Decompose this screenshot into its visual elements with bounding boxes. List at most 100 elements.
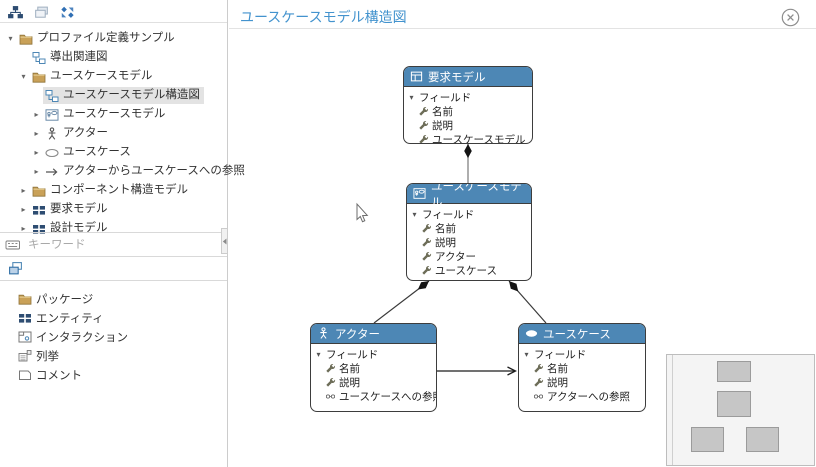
tree-item-label: プロファイル定義サンプル bbox=[37, 32, 175, 44]
tree-item-usecase-model-structure-diagram[interactable]: ユースケースモデル構造図 bbox=[0, 86, 227, 105]
tree-item-derivation-diagram[interactable]: 導出関連図 bbox=[0, 48, 227, 67]
field-row[interactable]: 名前 bbox=[407, 104, 529, 118]
sidebar-toolbar bbox=[0, 0, 227, 23]
field-row[interactable]: ユースケースモデル bbox=[407, 132, 529, 143]
sync-profile-icon[interactable] bbox=[59, 5, 76, 20]
search-input[interactable] bbox=[26, 237, 222, 252]
tree-item-actor-to-usecase-reference[interactable]: ▸ アクターからユースケースへの参照 bbox=[0, 162, 244, 181]
field-label: 説明 bbox=[547, 376, 568, 389]
selected-tree-item[interactable]: ユースケースモデル構造図 bbox=[43, 87, 204, 104]
field-label: 説明 bbox=[339, 376, 360, 389]
tree-item-design-model[interactable]: ▸ 設計モデル bbox=[0, 219, 227, 238]
tree-item-usecase-model-folder[interactable]: ▾ ユースケースモデル bbox=[0, 67, 227, 86]
expander-icon[interactable]: ▾ bbox=[524, 349, 529, 359]
minimap-node bbox=[746, 427, 779, 452]
node-header: アクター bbox=[311, 324, 436, 344]
tree-item-usecase[interactable]: ▸ ユースケース bbox=[0, 143, 227, 162]
node-actor[interactable]: アクター ▾フィールド 名前 説明 ユースケースへの参照 bbox=[310, 323, 437, 412]
wrench-icon bbox=[421, 251, 432, 262]
expander-icon[interactable]: ▾ bbox=[21, 72, 26, 81]
arrow-icon bbox=[44, 165, 59, 179]
field-row[interactable]: ユースケース bbox=[410, 263, 528, 277]
field-label: 名前 bbox=[435, 222, 456, 235]
field-row[interactable]: ユースケースへの参照 bbox=[314, 389, 436, 403]
field-label: 説明 bbox=[432, 119, 453, 132]
expander-icon[interactable]: ▸ bbox=[21, 205, 26, 214]
model-grid-icon bbox=[17, 311, 32, 325]
sidebar-collapse-handle[interactable] bbox=[221, 228, 228, 254]
expander-icon[interactable]: ▸ bbox=[21, 224, 26, 233]
tree-item-usecase-model[interactable]: ▸ ユースケースモデル bbox=[0, 105, 227, 124]
overlap-shapes-icon[interactable] bbox=[7, 261, 24, 276]
field-row[interactable]: 説明 bbox=[407, 118, 529, 132]
node-title: ユースケースモデル bbox=[431, 183, 522, 209]
hierarchy-icon[interactable] bbox=[7, 5, 24, 20]
expander-icon[interactable]: ▾ bbox=[409, 92, 414, 102]
page-title: ユースケースモデル構造図 bbox=[240, 9, 407, 25]
ellipse-icon bbox=[525, 327, 538, 340]
composition-link-usecasemodel-to-usecase[interactable] bbox=[508, 280, 547, 324]
field-row[interactable]: 名前 bbox=[522, 361, 642, 375]
keyword-icon bbox=[5, 238, 21, 252]
tree-item-label: ユースケースモデル構造図 bbox=[63, 89, 200, 101]
field-row[interactable]: 説明 bbox=[314, 375, 433, 389]
folder-icon bbox=[17, 292, 32, 306]
node-usecase-model[interactable]: ユースケースモデル ▾ フィールド 名前 説明 アクター ユースケース bbox=[406, 183, 532, 281]
minimap-panel[interactable] bbox=[666, 354, 815, 466]
expander-icon[interactable]: ▾ bbox=[8, 34, 13, 43]
palette-item-enumeration[interactable]: 列挙 bbox=[0, 346, 227, 365]
field-row[interactable]: アクターへの参照 bbox=[522, 389, 642, 403]
node-header: 要求モデル bbox=[404, 67, 532, 87]
wrench-icon bbox=[421, 265, 432, 276]
close-icon[interactable] bbox=[781, 8, 800, 27]
minimap-node bbox=[717, 361, 751, 382]
fields-label: フィールド bbox=[422, 208, 475, 221]
minimap-strip bbox=[672, 355, 673, 465]
tree-item-label: ユースケースモデル bbox=[50, 70, 153, 82]
field-label: アクター bbox=[435, 250, 477, 263]
palette-item-label: インタラクション bbox=[36, 331, 128, 344]
tree-item-label: 導出関連図 bbox=[50, 51, 108, 63]
palette-item-label: エンティティ bbox=[36, 312, 104, 325]
folder-icon bbox=[18, 32, 33, 46]
node-usecase[interactable]: ユースケース ▾ フィールド 名前 説明 アクターへの参照 bbox=[518, 323, 646, 412]
composition-link-usecasemodel-to-actor[interactable] bbox=[373, 280, 430, 324]
field-row[interactable]: 名前 bbox=[314, 361, 433, 375]
model-grid-icon bbox=[31, 203, 46, 217]
tree-item-actor[interactable]: ▸ アクター bbox=[0, 124, 227, 143]
copy-icon[interactable] bbox=[33, 5, 50, 20]
expander-icon[interactable]: ▾ bbox=[412, 209, 417, 219]
tree-item-profile-sample[interactable]: ▾ プロファイル定義サンプル bbox=[0, 29, 227, 48]
node-header: ユースケースモデル bbox=[407, 184, 531, 209]
tree-item-requirement-model[interactable]: ▸ 要求モデル bbox=[0, 200, 227, 219]
field-row[interactable]: 名前 bbox=[410, 221, 528, 235]
tree-item-label: 要求モデル bbox=[50, 203, 108, 215]
palette-item-package[interactable]: パッケージ bbox=[0, 289, 227, 308]
tree-item-component-structure-model[interactable]: ▸ コンポーネント構造モデル bbox=[0, 181, 227, 200]
folder-icon bbox=[31, 70, 46, 84]
expander-icon[interactable]: ▸ bbox=[34, 148, 39, 157]
search-section: パッケージ エンティティ インタラクション 列挙 コメント bbox=[0, 232, 227, 384]
minimap-node bbox=[717, 391, 751, 417]
field-row[interactable]: 説明 bbox=[410, 235, 528, 249]
palette-item-comment[interactable]: コメント bbox=[0, 365, 227, 384]
palette-item-entity[interactable]: エンティティ bbox=[0, 308, 227, 327]
usecase-diagram-icon bbox=[413, 187, 426, 200]
node-title: ユースケース bbox=[543, 328, 611, 341]
wrench-icon bbox=[325, 363, 336, 374]
actor-icon bbox=[44, 127, 59, 141]
model-tree: ▾ プロファイル定義サンプル 導出関連図 ▾ ユースケースモデル ユースケースモ… bbox=[0, 23, 244, 238]
palette-item-interaction[interactable]: インタラクション bbox=[0, 327, 227, 346]
expander-icon[interactable]: ▸ bbox=[34, 110, 39, 119]
node-requirement-model[interactable]: 要求モデル ▾フィールド 名前 説明 ユースケースモデル bbox=[403, 66, 533, 144]
expander-icon[interactable]: ▾ bbox=[316, 349, 321, 359]
field-label: ユースケースへの参照 bbox=[339, 390, 437, 403]
field-row[interactable]: アクター bbox=[410, 249, 528, 263]
expander-icon[interactable]: ▸ bbox=[34, 167, 39, 176]
field-row[interactable]: 説明 bbox=[522, 375, 642, 389]
field-label: 名前 bbox=[432, 105, 453, 118]
expander-icon[interactable]: ▸ bbox=[34, 129, 39, 138]
expander-icon[interactable]: ▸ bbox=[21, 186, 26, 195]
chevron-left-icon bbox=[222, 238, 227, 244]
fields-label: フィールド bbox=[534, 348, 587, 361]
